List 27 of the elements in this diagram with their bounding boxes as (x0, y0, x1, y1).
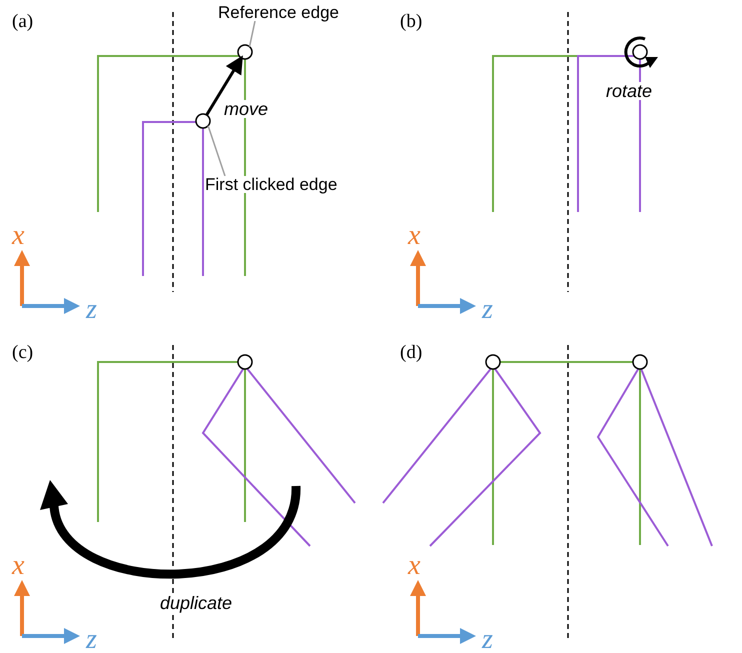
leader-line (248, 20, 256, 47)
hinge-circle (632, 354, 648, 370)
axis-label: x (408, 222, 420, 250)
callout-text: First clicked edge (205, 176, 338, 193)
panel-label: (a) (12, 12, 34, 31)
axis-label: z (86, 296, 97, 324)
axis-label: z (86, 626, 97, 653)
leader-line (207, 126, 226, 176)
operation-label: rotate (606, 82, 652, 100)
panel-label: (c) (12, 343, 34, 362)
callout-text: Reference edge (218, 4, 339, 21)
axis-label: x (408, 552, 420, 580)
axis-label: x (12, 552, 24, 580)
hinge-circle (237, 354, 253, 370)
axis-label: z (482, 296, 493, 324)
axis-label: z (482, 626, 493, 653)
rotate-arrow (624, 36, 658, 68)
hinge-circle (485, 354, 501, 370)
operation-label: duplicate (160, 594, 232, 612)
panel-label: (d) (400, 343, 422, 362)
panel-label: (b) (400, 12, 422, 31)
edge-label: move (224, 100, 268, 118)
hinge-circle (237, 44, 253, 60)
hinge-circle (195, 113, 211, 129)
hinge-circle (632, 44, 648, 60)
arrow (205, 55, 243, 116)
axis-label: x (12, 222, 24, 250)
